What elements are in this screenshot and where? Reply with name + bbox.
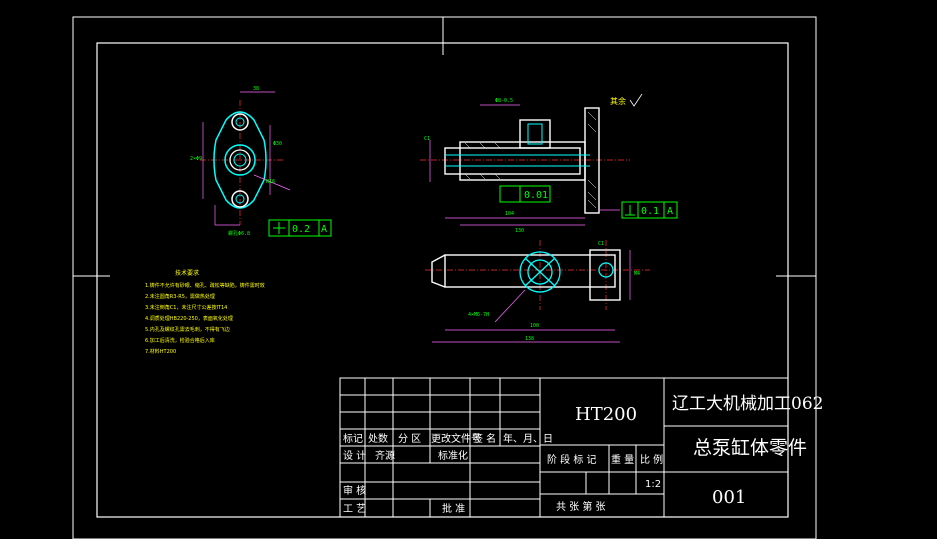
tb-design: 设 计 (343, 449, 366, 462)
tech-note-line: 6.加工后清洗，检验合格后入库 (145, 337, 215, 344)
centering-marks (73, 17, 816, 277)
dim-c1: C1 (424, 136, 430, 142)
tech-note-line: 4.调质处理HB220-250，表面氧化处理 (145, 315, 233, 322)
dim-m4: M4 (634, 271, 640, 277)
tb-audit: 审 核 (343, 484, 366, 497)
tech-note-line: 1.铸件不允许有砂眼、缩孔、疏松等缺陷，铸件需时效 (145, 282, 265, 289)
label-bottom-tol: 4×M6-7H (468, 312, 489, 318)
sheet-outer-border (72, 16, 817, 539)
tech-note-line: 3.未注倒角C1，未注尺寸公差按IT14 (145, 304, 227, 311)
tb-sheets: 共 张 第 张 (556, 500, 606, 513)
tb-weight: 重 量 (611, 453, 634, 466)
tb-sign: 签 名 (473, 432, 496, 445)
drawing-no: 001 (712, 487, 746, 508)
perp-right-datum: A (667, 206, 673, 217)
tech-note-line: 5.内孔及螺纹孔需去毛刺，不得有飞边 (145, 326, 230, 333)
perp-right-value: 0.1 (641, 206, 659, 217)
tb-zone: 分 区 (398, 433, 421, 445)
front-view-flange: 38 Φ30 R16 2×Φ9 螺孔Φ6.8 0.2 A (190, 86, 332, 237)
tech-note-line: 2.未注圆角R3-R5，需做热处理 (145, 293, 215, 300)
tb-stage-mark: 阶 段 标 记 (547, 453, 597, 466)
top-section-view: 104 130 Φ8-0.5 C1 其余 0.01 0.1 A (420, 93, 678, 234)
tech-note-line: 7.材料HT200 (145, 348, 176, 355)
material: HT200 (575, 404, 637, 425)
tb-designer: 齐源 (375, 449, 395, 462)
tech-notes-title: 技术要求 (175, 269, 199, 277)
dim-front-hole: 2×Φ9 (190, 156, 202, 162)
tb-standard: 标准化 (438, 449, 468, 462)
title-block (339, 377, 789, 518)
flatness-frame (268, 219, 332, 237)
tb-ratio: 比 例 (640, 453, 663, 466)
dim-c2: C1 (598, 241, 604, 247)
perp-frame-side (499, 185, 551, 203)
flatness-front-value: 0.2 (292, 224, 310, 235)
tech-notes: 技术要求 1.铸件不允许有砂眼、缩孔、疏松等缺陷，铸件需时效 2.未注圆角R3-… (145, 269, 265, 355)
tb-change-doc: 更改文件号 (431, 432, 481, 445)
tb-process: 工 艺 (343, 503, 366, 515)
flatness-front-datum: A (321, 224, 327, 235)
tb-count: 处数 (368, 432, 388, 445)
tb-date: 年、月、日 (503, 432, 553, 445)
scale: 1:2 (645, 479, 661, 490)
dim-overall-top: 130 (515, 228, 524, 234)
label-front-note: 螺孔Φ6.8 (228, 230, 250, 237)
dim-104: 104 (505, 211, 514, 217)
roughness-other: 其余 (610, 96, 626, 106)
part-name: 总泵缸体零件 (693, 437, 807, 459)
perp-frame-right (621, 201, 678, 219)
dim-front-r: R16 (266, 179, 275, 185)
bottom-side-view: 100 138 4×M6-7H C1 M4 (425, 240, 650, 343)
dim-overall-bottom: 138 (525, 336, 534, 342)
title-school: 辽工大机械加工062 (672, 394, 823, 414)
tb-approve: 批 准 (442, 502, 465, 515)
dim-mid-bottom: 100 (530, 323, 539, 329)
tb-mark: 标记 (343, 433, 363, 445)
dim-top-ref: Φ8-0.5 (495, 98, 513, 104)
perp-side-value: 0.01 (524, 190, 548, 201)
dim-bore-top: Φ30 (273, 141, 282, 147)
dim-left-top: 38 (253, 86, 259, 92)
